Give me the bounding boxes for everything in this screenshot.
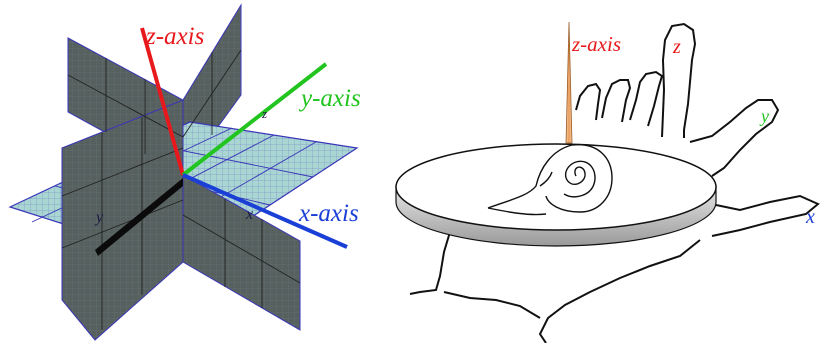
hand-z-axis-label: z-axis	[571, 32, 621, 56]
plane-label-x: x	[245, 206, 253, 223]
yz-plane-front	[62, 100, 183, 340]
hand-y-label: y	[759, 106, 769, 126]
plane-label-z: z	[261, 106, 267, 121]
hand-x-label: x	[805, 206, 815, 228]
hand-figure: z-axis z y x	[396, 22, 818, 343]
plate	[396, 144, 716, 246]
plane-label-y: y	[94, 209, 104, 226]
y-axis-label: y-axis	[298, 85, 361, 112]
z-axis-label: z-axis	[145, 23, 204, 50]
x-axis-label: x-axis	[298, 200, 359, 227]
hand-z-label: z	[672, 36, 681, 58]
coordinate-planes-figure: y x z z-axis y-axis x-axis	[10, 5, 361, 340]
